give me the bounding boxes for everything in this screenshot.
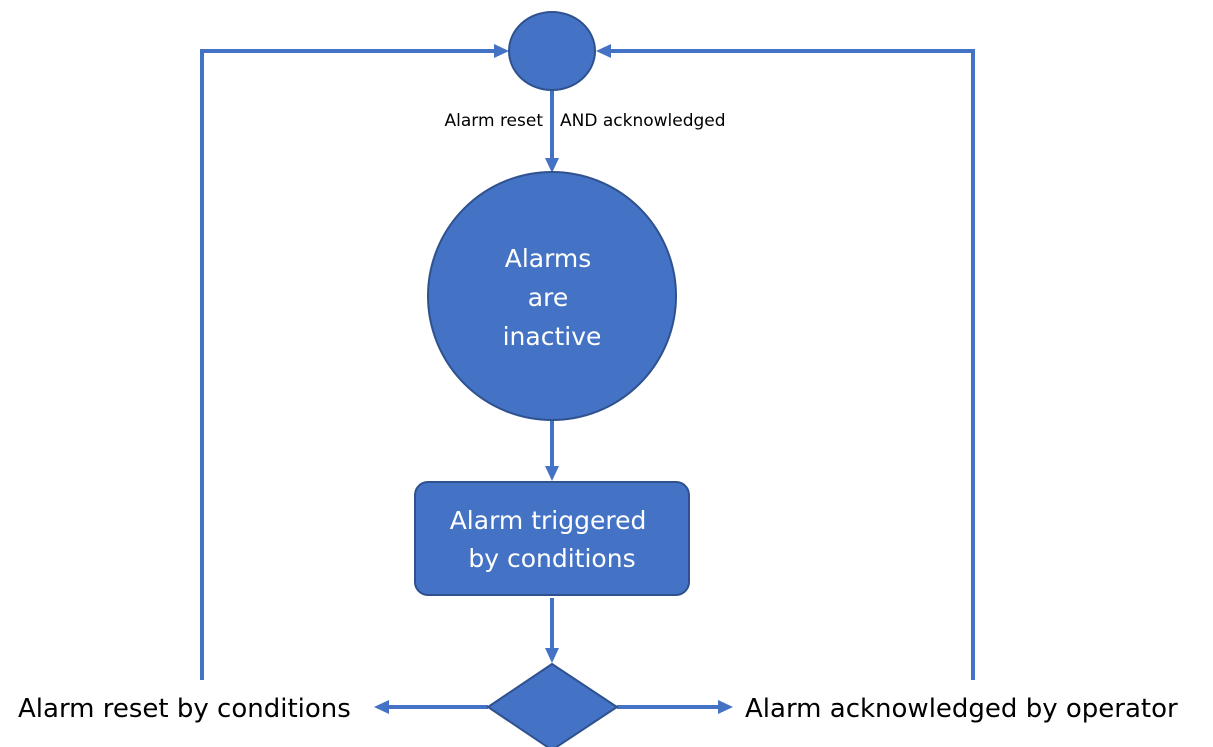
loop-connector-left xyxy=(200,49,496,680)
arrowhead-decision-to-left xyxy=(374,700,389,714)
triggered-process-label: Alarm triggered by conditions xyxy=(450,506,655,573)
inactive-state-line-2: are xyxy=(528,283,568,312)
arrowhead-inactive-to-triggered xyxy=(545,466,559,481)
triggered-process-node xyxy=(414,481,690,596)
inactive-state-line-1: Alarms xyxy=(505,244,592,273)
triggered-process-line-1: Alarm triggered xyxy=(450,506,647,535)
start-node xyxy=(508,11,596,91)
loop-connector-right xyxy=(609,49,975,680)
inactive-state-node xyxy=(427,171,677,421)
loop-arrowhead-right xyxy=(596,44,611,58)
arrowhead-decision-to-right xyxy=(718,700,733,714)
arrowhead-start-to-inactive xyxy=(545,158,559,173)
branch-label-reset: Alarm reset by conditions xyxy=(18,694,351,724)
return-condition-label-right: AND acknowledged xyxy=(560,111,726,131)
decision-node xyxy=(486,662,619,747)
loop-arrowhead-left xyxy=(494,44,509,58)
arrowhead-triggered-to-decision xyxy=(545,648,559,663)
triggered-process-line-2: by conditions xyxy=(468,544,635,573)
branch-label-acknowledged: Alarm acknowledged by operator xyxy=(745,694,1178,724)
inactive-state-label: Alarms are inactive xyxy=(503,244,602,351)
inactive-state-line-3: inactive xyxy=(503,322,602,351)
return-condition-label-left: Alarm reset xyxy=(445,111,544,131)
